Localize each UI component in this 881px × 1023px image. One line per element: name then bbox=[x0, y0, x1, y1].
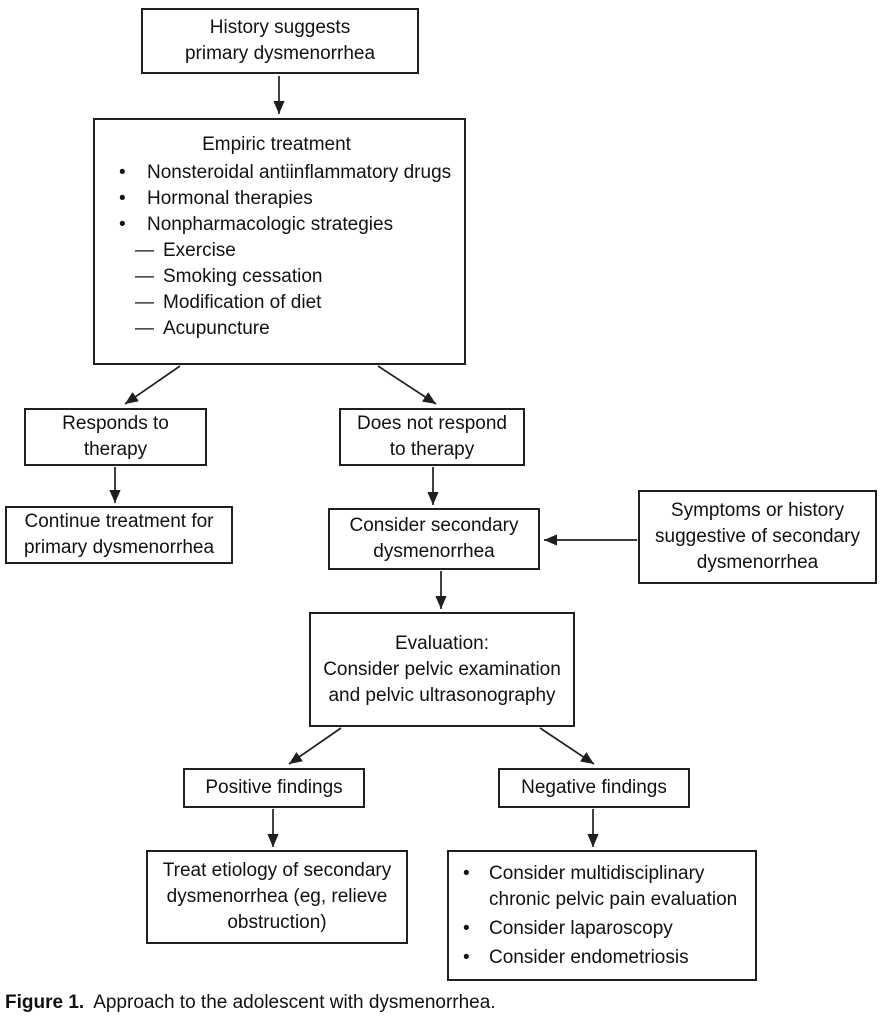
list-item: • Consider endometriosis bbox=[463, 945, 755, 971]
figure-caption-label: Figure 1. bbox=[5, 992, 85, 1013]
list-subitem-label: Exercise bbox=[163, 240, 236, 261]
list-item-label: Hormonal therapies bbox=[147, 188, 313, 209]
list-item-label: Nonpharmacologic strategies bbox=[147, 214, 394, 235]
node-text-line: obstruction) bbox=[227, 912, 327, 933]
dash-icon: — bbox=[135, 292, 154, 313]
node-text-line: primary dysmenorrhea bbox=[23, 537, 215, 558]
node-text-line: Negative findings bbox=[521, 777, 667, 798]
node-empiric-treatment: Empiric treatment • Nonsteroidal antiinf… bbox=[93, 118, 466, 365]
figure-caption: Figure 1. Approach to the adolescent with… bbox=[5, 990, 496, 1016]
node-text-line: Treat etiology of secondary bbox=[162, 860, 392, 881]
node-positive-findings: Positive findings bbox=[183, 768, 365, 808]
arrow-empiric-to-responds bbox=[124, 365, 181, 405]
node-text-line: primary dysmenorrhea bbox=[184, 43, 376, 64]
bullet-icon: • bbox=[119, 214, 126, 235]
arrow-empiric-to-no-response bbox=[377, 365, 437, 405]
list-item-label: Consider endometriosis bbox=[489, 946, 689, 968]
list-subitem: — Smoking cessation bbox=[119, 264, 458, 290]
node-negative-findings: Negative findings bbox=[498, 768, 690, 808]
list-subitem-label: Smoking cessation bbox=[163, 266, 323, 287]
list-subitem: — Exercise bbox=[119, 238, 458, 264]
list-item: • Hormonal therapies bbox=[119, 186, 458, 212]
node-text-line: to therapy bbox=[389, 439, 475, 460]
node-text-line: History suggests bbox=[209, 17, 351, 38]
list-subitem: — Modification of diet bbox=[119, 290, 458, 316]
list-item: • Consider laparoscopy bbox=[463, 916, 755, 942]
dash-icon: — bbox=[135, 266, 154, 287]
node-text-line: Evaluation: bbox=[394, 632, 489, 654]
node-text-line: Symptoms or history bbox=[670, 500, 845, 521]
list-item-label: Nonsteroidal antiinflammatory drugs bbox=[147, 162, 452, 183]
node-history-suggests: History suggests primary dysmenorrhea bbox=[141, 8, 419, 74]
node-symptoms-or-history: Symptoms or history suggestive of second… bbox=[638, 490, 877, 584]
dash-icon: — bbox=[135, 318, 154, 339]
node-continue-treatment: Continue treatment for primary dysmenorr… bbox=[5, 506, 233, 564]
node-text-line: dysmenorrhea bbox=[373, 541, 495, 562]
workup-list: • Consider multidisciplinary chronic pel… bbox=[449, 858, 755, 974]
node-text-line: Consider pelvic examination bbox=[323, 658, 561, 680]
node-text-line: Continue treatment for bbox=[24, 511, 214, 532]
list-subitem-label: Acupuncture bbox=[163, 318, 270, 339]
bullet-icon: • bbox=[119, 162, 126, 183]
list-item: • Nonpharmacologic strategies bbox=[119, 212, 458, 238]
node-text-line: dysmenorrhea (eg, relieve bbox=[166, 886, 388, 907]
empiric-list: • Nonsteroidal antiinflammatory drugs • … bbox=[95, 160, 458, 342]
node-text-line: suggestive of secondary bbox=[655, 526, 860, 547]
node-further-workup: • Consider multidisciplinary chronic pel… bbox=[447, 850, 757, 981]
list-item-label: Consider laparoscopy bbox=[489, 917, 673, 939]
node-text-line: Positive findings bbox=[205, 777, 343, 798]
list-item: • Nonsteroidal antiinflammatory drugs bbox=[119, 160, 458, 186]
node-text-line: and pelvic ultrasonography bbox=[328, 684, 556, 706]
node-text-line: therapy bbox=[83, 439, 148, 460]
empiric-title: Empiric treatment bbox=[202, 134, 351, 155]
bullet-icon: • bbox=[463, 862, 470, 884]
node-evaluation: Evaluation: Consider pelvic examination … bbox=[309, 612, 575, 727]
figure-caption-text: Approach to the adolescent with dysmenor… bbox=[93, 992, 496, 1013]
node-text-line: dysmenorrhea bbox=[696, 552, 819, 573]
list-item-label: Consider multidisciplinary chronic pelvi… bbox=[489, 862, 738, 910]
list-item: • Consider multidisciplinary chronic pel… bbox=[463, 861, 755, 913]
bullet-icon: • bbox=[119, 188, 126, 209]
node-text-line: Responds to bbox=[62, 413, 169, 434]
list-subitem: — Acupuncture bbox=[119, 316, 458, 342]
node-text-line: Does not respond bbox=[357, 413, 507, 434]
list-subitem-label: Modification of diet bbox=[163, 292, 322, 313]
node-does-not-respond: Does not respond to therapy bbox=[339, 408, 525, 466]
bullet-icon: • bbox=[463, 946, 470, 968]
arrow-evaluation-to-positive bbox=[288, 727, 342, 765]
arrow-evaluation-to-negative bbox=[539, 727, 595, 765]
node-text-line: Consider secondary bbox=[349, 515, 519, 536]
node-treat-etiology: Treat etiology of secondary dysmenorrhea… bbox=[146, 850, 408, 944]
dash-icon: — bbox=[135, 240, 154, 261]
node-consider-secondary: Consider secondary dysmenorrhea bbox=[328, 508, 540, 570]
node-responds-to-therapy: Responds to therapy bbox=[24, 408, 207, 466]
bullet-icon: • bbox=[463, 917, 470, 939]
